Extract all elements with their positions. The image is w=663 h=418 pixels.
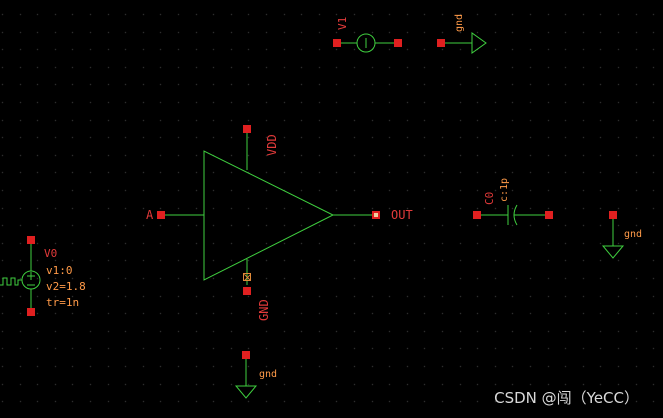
input-a-label: A	[146, 208, 154, 222]
gnd-pin-x[interactable]	[243, 273, 251, 281]
ground-right-pin[interactable]	[609, 211, 617, 219]
gnd-pin[interactable]	[243, 287, 251, 295]
vdd-pin[interactable]	[243, 125, 251, 133]
gnd-pin-label: GND	[257, 299, 271, 321]
capacitor-value-label: c:1p	[499, 177, 510, 202]
v0-tr-param-label: tr=1n	[46, 296, 80, 309]
ground-symbol-right[interactable]	[601, 216, 625, 259]
v1-pin-minus[interactable]	[394, 39, 402, 47]
capacitor-symbol[interactable]	[477, 204, 549, 226]
capacitor-pin-right[interactable]	[545, 211, 553, 219]
v1-source-symbol[interactable]	[337, 33, 397, 53]
v1-pin-plus[interactable]	[333, 39, 341, 47]
v0-pin-plus[interactable]	[27, 236, 35, 244]
ground-symbol-top[interactable]	[445, 32, 487, 54]
v0-v2-param-label: v2=1.8	[46, 280, 86, 293]
ground-right-label: gnd	[624, 229, 643, 240]
ground-top-pin[interactable]	[437, 39, 445, 47]
v0-name-label: V0	[44, 247, 58, 260]
vdd-label: VDD	[265, 134, 279, 156]
ground-bottom-pin[interactable]	[242, 351, 250, 359]
out-pin[interactable]	[372, 211, 380, 219]
v0-pin-minus[interactable]	[27, 308, 35, 316]
ground-symbol-bottom[interactable]	[234, 356, 258, 399]
capacitor-pin-left[interactable]	[473, 211, 481, 219]
v0-v1-param-label: v1:0	[46, 264, 73, 277]
v0-pulse-source-symbol[interactable]	[0, 240, 41, 312]
v1-name-label: V1	[336, 16, 349, 30]
ground-top-label: gnd	[454, 13, 465, 32]
ground-bottom-label: gnd	[259, 369, 278, 380]
watermark: CSDN @闯（YeCC）	[494, 389, 639, 407]
output-label: OUT	[391, 208, 413, 222]
capacitor-name-label: C0	[483, 191, 496, 205]
input-a-pin[interactable]	[157, 211, 165, 219]
